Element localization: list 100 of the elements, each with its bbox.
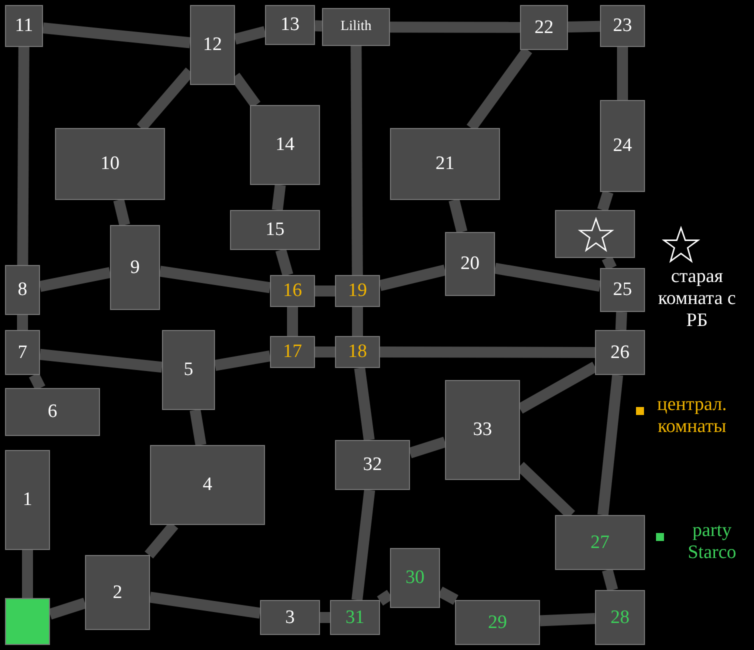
dungeon-room [5,450,50,550]
corridor [617,47,628,100]
dungeon-room [5,388,100,436]
corridor [540,613,596,626]
corridor [190,409,206,446]
corridor [48,598,87,620]
dungeon-room [455,600,540,645]
room-number: 26 [610,342,630,364]
corridor [272,184,286,211]
corridor [275,248,294,277]
dungeon-room [85,555,150,630]
corridor [17,315,28,330]
corridor [28,372,46,390]
room-number: 22 [534,16,554,38]
dungeon-room [595,590,645,645]
room-number: 12 [203,34,222,56]
corridor [568,20,600,33]
room-number: 2 [112,582,122,604]
room-number: 5 [184,359,194,381]
dungeon-room [270,336,315,368]
corridor [159,266,271,294]
corridor [350,46,363,276]
corridor [315,286,335,296]
room-number: 31 [346,606,364,628]
room-number: 28 [610,606,630,628]
corridor [354,367,375,441]
corridor [234,26,266,45]
dungeon-room [265,5,315,45]
dungeon-room [390,128,500,200]
room-number: 1 [22,489,32,511]
room-number: 7 [18,342,28,364]
room-number: 6 [48,401,58,423]
room-number: 14 [276,134,294,156]
corridor [602,568,618,592]
corridor [149,592,261,619]
corridor [408,436,447,458]
dungeon-room [595,330,645,375]
legend-text: старая комната с РБ [657,266,737,332]
room-number: 33 [473,419,492,441]
dungeon-room [230,210,320,250]
room-number: 18 [348,341,367,363]
corridor [214,350,271,371]
corridor [494,262,601,292]
dungeon-room [445,380,520,480]
corridor [22,550,33,598]
room-number: 9 [130,256,140,278]
corridor [113,198,130,226]
dungeon-room [555,210,635,258]
dungeon-room [335,440,410,490]
room-number: 8 [18,279,28,301]
dungeon-room [445,232,495,296]
room-number: 16 [283,280,302,302]
corridor [380,346,595,358]
dungeon-room [330,600,380,635]
corridor [42,22,191,48]
corridor [320,612,330,623]
dungeon-room [150,445,265,525]
room-number: 29 [488,612,507,634]
room-number: 25 [613,279,632,301]
room-number: 15 [266,219,284,241]
room-number: 13 [280,14,300,36]
corridor [378,264,446,291]
room-number: 30 [406,567,424,589]
dungeon-room [260,600,320,635]
dungeon-room [322,8,390,46]
corridor [602,256,617,270]
corridor [17,46,30,266]
dungeon-room [555,515,645,570]
corridor [314,20,322,32]
dungeon-room [390,548,440,608]
dungeon-room [5,5,43,47]
room-number: 23 [613,15,632,37]
dungeon-room [5,265,40,315]
corridor [287,307,298,336]
corridor [315,346,335,358]
room-number: 21 [436,153,454,175]
dungeon-room [55,128,165,200]
room-number: 24 [613,135,632,157]
legend-text: централ. комнаты [656,394,728,438]
dungeon-room [190,5,235,85]
room-number: 10 [100,153,120,175]
corridor [448,198,468,234]
dungeon-room [335,336,380,368]
corridor [39,348,163,373]
room-number: Lilith [340,19,372,35]
corridor [597,374,624,516]
legend-text: party Starco [686,520,738,564]
dungeon-room [250,105,320,185]
room-number: 4 [202,474,212,496]
room-number: 27 [590,532,610,554]
room-number: 19 [348,280,367,302]
corridor [38,267,112,292]
dungeon-room [5,598,50,645]
dungeon-room [600,268,645,312]
dungeon-room [600,100,645,192]
dungeon-room [110,225,160,310]
dungeon-room [162,330,215,410]
dungeon-room [270,275,315,307]
corridor [352,489,376,601]
corridor [597,190,614,212]
